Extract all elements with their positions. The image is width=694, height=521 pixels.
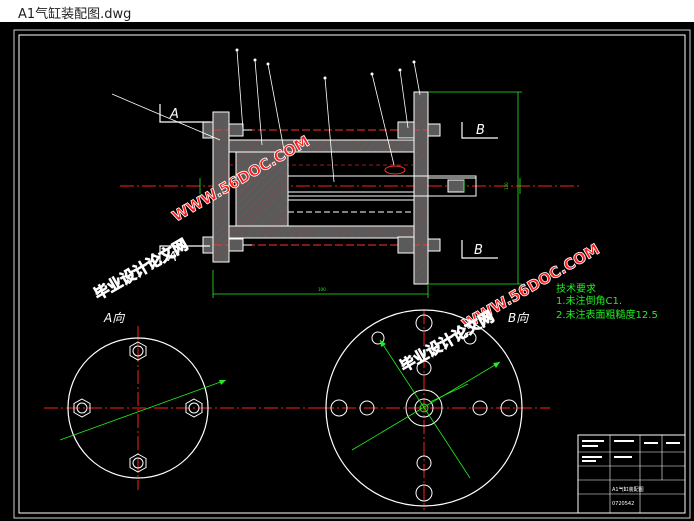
view-label-a: A向 [103,311,125,325]
window-title: A1气缸装配图.dwg [18,7,132,22]
nut-a-bottom [129,453,147,473]
watermark-cn-1: 毕业设计论文网 [91,235,191,303]
view-b-end: B向 [320,309,550,510]
watermark-cn-2: 毕业设计论文网 [397,307,497,375]
right-end-cap-hatch [414,92,428,284]
drawing-canvas[interactable]: 100 130 A A B B A向 [0,22,694,521]
bolt-right-top [397,121,441,139]
cylinder-section-view: 100 130 A A B B [111,48,580,298]
view-a-end: A向 [44,311,320,490]
nut-a-right [185,398,203,418]
flange-b-outline [325,309,523,507]
bolt-left-bottom [202,236,252,254]
bolt-right-bottom [397,236,441,254]
nut-a-left [73,398,91,418]
view-label-b: B向 [508,311,529,325]
title-block-name: A1气缸装配图 [612,486,644,493]
sheet-outer-frame [13,29,691,519]
sheet-inner-frame [18,34,686,514]
piston-rod [287,175,477,197]
window-titlebar: A1气缸装配图.dwg [0,0,694,23]
svg-text:100: 100 [318,287,326,292]
rod-hole [414,398,434,418]
air-port [384,165,406,175]
section-label-b-top: B [476,123,485,138]
bolt-hole-bottom [415,484,433,502]
section-label-a-top: A [169,107,179,122]
svg-text:130: 130 [504,182,509,190]
bolt-hole-top [415,314,433,332]
section-label-b-bottom: B [474,243,483,258]
section-label-a-bottom: A [167,250,177,265]
nut-a-top [129,341,147,361]
bolt-hole-right [500,399,518,417]
end-cap-a-outline [67,337,209,479]
tech-req-item2: 2.未注表面粗糙度12.5 [556,308,658,321]
section-marker-a: A A [159,104,210,265]
title-block-code: 0720542 [612,501,634,507]
bolt-hole-left [330,399,348,417]
left-end-cap-hatch [213,112,229,262]
tech-requirements: 技术要求 1.未注倒角C1. 2.未注表面粗糙度12.5 [556,282,658,321]
section-marker-b: B B [461,122,498,259]
dimension-lines [199,91,522,298]
title-block: A1气缸装配图 0720542 [577,434,686,514]
part-leader-lines [111,49,421,183]
tech-req-heading: 技术要求 [556,282,596,295]
watermark: WWW.56DOC.COM 毕业设计论文网 WWW.56DOC.COM 毕业设计… [91,132,604,376]
tech-req-item1: 1.未注倒角C1. [556,294,622,307]
